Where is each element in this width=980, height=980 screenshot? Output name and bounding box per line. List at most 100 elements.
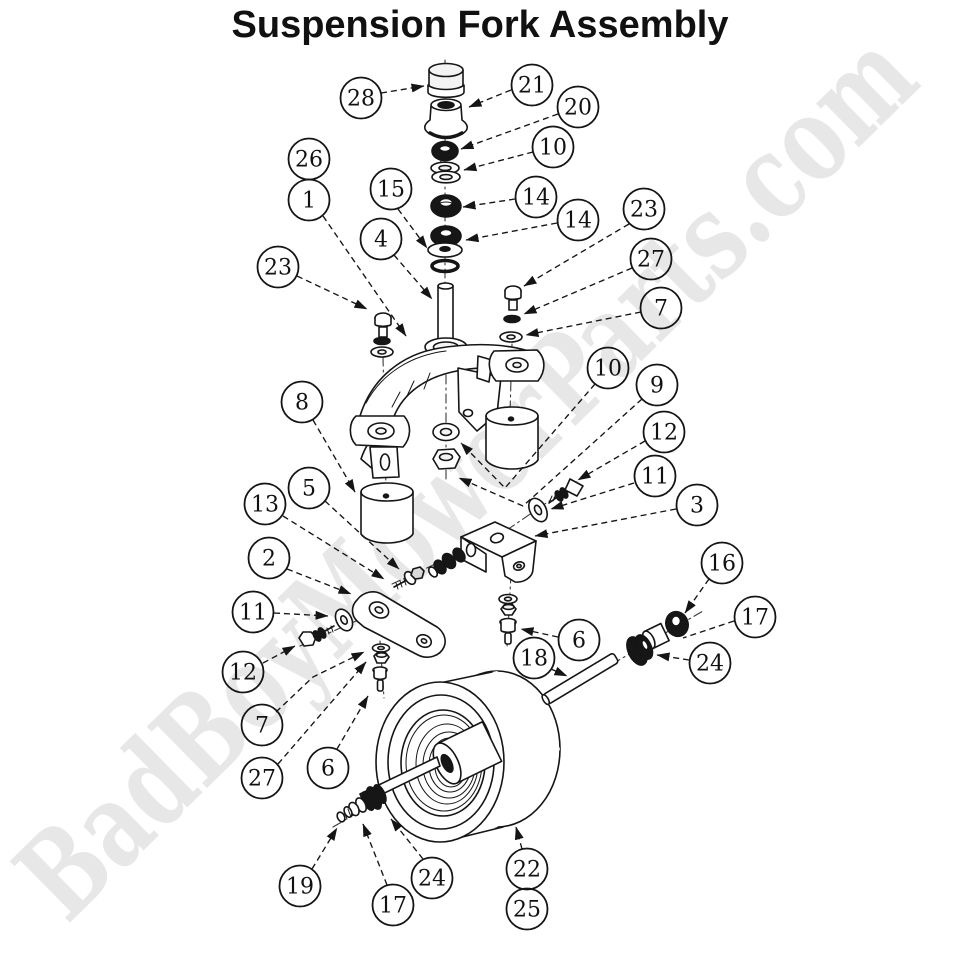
callout-circle-18[interactable] <box>512 636 556 680</box>
callout-11[interactable]: 11 <box>633 454 677 498</box>
callout-18[interactable]: 18 <box>512 636 556 680</box>
callout-4[interactable]: 4 <box>359 217 403 261</box>
callout-27[interactable]: 27 <box>240 756 284 800</box>
callout-25[interactable]: 25 <box>505 887 549 931</box>
callout-circle-6[interactable] <box>306 746 350 790</box>
stem-bushing-part <box>423 98 469 140</box>
callout-circle-16[interactable] <box>700 541 744 585</box>
callout-11[interactable]: 11 <box>231 590 275 634</box>
callout-circle-3[interactable] <box>675 483 719 527</box>
callout-circle-10[interactable] <box>586 346 630 390</box>
callout-3[interactable]: 3 <box>675 483 719 527</box>
bearing-part-lower14 <box>427 225 463 258</box>
callout-10[interactable]: 10 <box>586 346 630 390</box>
callout-23[interactable]: 23 <box>256 245 300 289</box>
callout-circle-24[interactable] <box>410 856 454 900</box>
leader-line-15 <box>397 208 428 249</box>
callout-circle-14[interactable] <box>556 198 600 242</box>
callout-circle-12[interactable] <box>642 410 686 454</box>
callout-circle-6[interactable] <box>557 618 601 662</box>
callout-number-11: 11 <box>239 601 267 626</box>
callout-number-10: 10 <box>539 136 567 161</box>
callout-6[interactable]: 6 <box>557 618 601 662</box>
callout-circle-9[interactable] <box>635 363 679 407</box>
leader-line-10 <box>463 151 534 172</box>
callout-circle-5[interactable] <box>287 466 331 510</box>
callout-circle-19[interactable] <box>278 864 322 908</box>
callout-number-28: 28 <box>347 87 375 112</box>
callout-circle-11[interactable] <box>231 590 275 634</box>
callout-7[interactable]: 7 <box>240 703 284 747</box>
callout-number-26: 26 <box>295 148 323 173</box>
callout-14[interactable]: 14 <box>556 198 600 242</box>
callout-12[interactable]: 12 <box>221 650 265 694</box>
leader-line-4 <box>393 254 433 300</box>
callout-number-9: 9 <box>650 374 664 399</box>
callout-17[interactable]: 17 <box>371 883 415 927</box>
callout-number-8: 8 <box>295 391 309 416</box>
callout-circle-23[interactable] <box>622 187 666 231</box>
callout-number-17: 17 <box>379 894 407 919</box>
callout-circle-7[interactable] <box>240 703 284 747</box>
callout-7[interactable]: 7 <box>639 286 683 330</box>
callout-1[interactable]: 1 <box>287 178 331 222</box>
callout-10[interactable]: 10 <box>531 125 575 169</box>
callout-circle-21[interactable] <box>510 63 554 107</box>
callout-5[interactable]: 5 <box>287 466 331 510</box>
callout-number-2: 2 <box>262 547 276 572</box>
callout-circle-27[interactable] <box>240 756 284 800</box>
callout-27[interactable]: 27 <box>629 237 673 281</box>
callout-circle-10[interactable] <box>531 125 575 169</box>
callout-number-12: 12 <box>650 421 678 446</box>
callout-circle-13[interactable] <box>243 482 287 526</box>
callout-20[interactable]: 20 <box>556 85 600 129</box>
fork-washer-nut-part <box>432 422 461 470</box>
callout-12[interactable]: 12 <box>642 410 686 454</box>
wheel-bearing-right-part <box>665 610 689 638</box>
leader-line-18 <box>550 666 568 677</box>
callout-circle-7[interactable] <box>639 286 683 330</box>
callout-circle-17[interactable] <box>371 883 415 927</box>
callout-15[interactable]: 15 <box>369 167 413 211</box>
callout-24[interactable]: 24 <box>410 856 454 900</box>
callout-23[interactable]: 23 <box>622 187 666 231</box>
callout-circle-8[interactable] <box>280 380 324 424</box>
callout-22[interactable]: 22 <box>505 847 549 891</box>
callout-circle-14[interactable] <box>514 175 558 219</box>
leader-line-27 <box>277 661 367 765</box>
leader-line-8 <box>312 419 356 493</box>
callout-circle-4[interactable] <box>359 217 403 261</box>
callout-16[interactable]: 16 <box>700 541 744 585</box>
callout-21[interactable]: 21 <box>510 63 554 107</box>
callout-28[interactable]: 28 <box>339 76 383 120</box>
callout-8[interactable]: 8 <box>280 380 324 424</box>
callout-circle-24[interactable] <box>688 641 732 685</box>
callout-circle-28[interactable] <box>339 76 383 120</box>
callout-26[interactable]: 26 <box>287 137 331 181</box>
callout-9[interactable]: 9 <box>635 363 679 407</box>
callout-circle-17[interactable] <box>733 595 777 639</box>
callout-13[interactable]: 13 <box>243 482 287 526</box>
callout-6[interactable]: 6 <box>306 746 350 790</box>
callout-17[interactable]: 17 <box>733 595 777 639</box>
pivot-bolt-lower-part <box>298 625 335 647</box>
callout-circle-1[interactable] <box>287 178 331 222</box>
callout-circle-20[interactable] <box>556 85 600 129</box>
callout-circle-25[interactable] <box>505 887 549 931</box>
callout-24[interactable]: 24 <box>688 641 732 685</box>
callout-circle-2[interactable] <box>247 536 291 580</box>
callout-circle-22[interactable] <box>505 847 549 891</box>
leader-line-2 <box>286 568 352 595</box>
upper-link-part <box>460 521 537 583</box>
callout-circle-12[interactable] <box>221 650 265 694</box>
callout-circle-15[interactable] <box>369 167 413 211</box>
callout-14[interactable]: 14 <box>514 175 558 219</box>
callout-circle-11[interactable] <box>633 454 677 498</box>
callout-circle-27[interactable] <box>629 237 673 281</box>
callout-19[interactable]: 19 <box>278 864 322 908</box>
callout-circle-23[interactable] <box>256 245 300 289</box>
callout-number-3: 3 <box>690 494 704 519</box>
leader-line-22 <box>514 826 524 850</box>
callout-2[interactable]: 2 <box>247 536 291 580</box>
